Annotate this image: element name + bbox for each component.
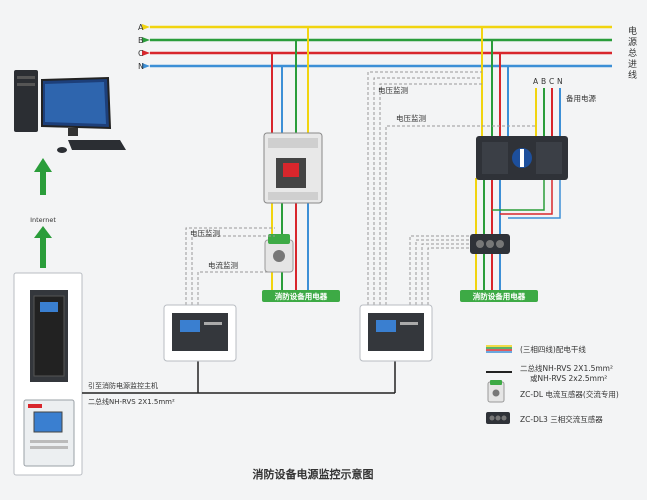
computer-workstation (14, 70, 126, 153)
current-dash-d (427, 247, 470, 305)
monitor-stand (68, 128, 78, 136)
internet-arrow-up-head (34, 158, 52, 172)
legend-distribution-trunk: (三相四线)配电干线 (520, 344, 586, 354)
cable-label: 二总线NH-RVS 2X1.5mm² (88, 397, 175, 406)
internet-arrow-lower-shaft (40, 235, 46, 268)
legend: (三相四线)配电干线 二总线NH-RVS 2X1.5mm² 或NH-RVS 2x… (486, 344, 619, 424)
current-dash (197, 271, 268, 310)
circuit-breaker (263, 132, 323, 204)
legend-zc-dl3-hole (501, 415, 507, 421)
monitoring-host-panel (13, 272, 83, 476)
pc-tower (14, 70, 38, 132)
sensor3-hole-3 (496, 240, 504, 248)
voltage-dash-1 (185, 227, 275, 310)
bus-label-n: N (138, 62, 144, 71)
branch-2-monitor-lines (367, 71, 536, 305)
bus-arrow-n (142, 63, 150, 69)
monitor-unit-1-keys (204, 322, 222, 325)
fire-equipment-tag-1: 消防设备用电器 (262, 290, 340, 302)
tag-bg (460, 290, 538, 302)
internet-label: Internet (30, 216, 56, 224)
legend-bus-cable-1: 二总线NH-RVS 2X1.5mm² (520, 363, 613, 373)
monitor-unit-2 (359, 304, 433, 362)
backup-phase-b: B (541, 77, 546, 86)
monitor-unit-1-screen (180, 320, 200, 332)
fire-equipment-label-1: 消防设备用电器 (275, 291, 328, 301)
backup-phase-a: A (533, 77, 539, 86)
internet-link: Internet (30, 158, 56, 268)
bus-arrow-a (142, 24, 150, 30)
pc-tower-bay (17, 76, 35, 79)
backup-n-out (508, 178, 561, 219)
monitor-glare (45, 82, 106, 124)
zc-dl3-sensor-1 (470, 234, 510, 254)
voltage-dash-main-2 (373, 77, 482, 305)
host-vent (30, 446, 68, 449)
keyboard (68, 140, 126, 150)
legend-zc-dl3-hole (495, 415, 501, 421)
legend-zc-dl: ZC-DL 电流互感器(交流专用) (520, 389, 619, 399)
legend-bus-cable-2: 或NH-RVS 2x2.5mm² (530, 373, 607, 383)
pc-tower-bay (17, 83, 35, 86)
mouse (57, 147, 67, 153)
monitor-unit-2-keys (400, 322, 418, 325)
voltage-monitor-label-2: 电压监测 (378, 85, 408, 95)
bus-arrow-b (142, 37, 150, 43)
fire-equipment-tag-2: 消防设备用电器 (460, 290, 538, 302)
bus-arrow-c (142, 50, 150, 56)
sensor3-hole-1 (476, 240, 484, 248)
monitor-unit-2-screen (376, 320, 396, 332)
host-label: 引至消防电源监控主机 (88, 381, 158, 390)
host-screen (33, 411, 63, 433)
fire-equipment-label-2: 消防设备用电器 (473, 291, 526, 301)
host-brand-logo (28, 404, 42, 408)
ats-selector-indicator (520, 149, 524, 167)
backup-b-out (492, 178, 545, 211)
transfer-switch (476, 136, 568, 180)
server-cabinet-screen (40, 302, 58, 312)
breaker-bottom-strip (268, 192, 318, 200)
legend-zc-dl3-hole (489, 415, 495, 421)
legend-zc-dl3: ZC-DL3 三相交流互感器 (520, 414, 603, 424)
voltage-dash-main-3 (379, 83, 482, 305)
current-monitor-label-1: 电流监测 (208, 260, 238, 270)
main-bus: A B C N 电源总进线 (138, 23, 637, 81)
backup-phase-n: N (557, 77, 563, 86)
backup-power-label: 备用电源 (566, 93, 596, 103)
voltage-dash-main-1 (367, 71, 482, 305)
breaker-handle (283, 163, 299, 177)
sensor3-hole-2 (486, 240, 494, 248)
ats-left-module (482, 142, 508, 174)
monitor-unit-1 (163, 304, 237, 362)
legend-zc-dl-icon-top (490, 380, 502, 385)
legend-zc-dl-icon-hole (492, 389, 500, 397)
current-dash-b (415, 239, 470, 305)
sensor-hole (273, 250, 285, 262)
ats-right-module (536, 142, 562, 174)
voltage-monitor-label-3: 电压监测 (396, 113, 426, 123)
current-dash-a (409, 235, 470, 305)
backup-c-out (500, 178, 553, 215)
breaker-top-strip (268, 138, 318, 148)
incoming-power-label: 电源总进线 (628, 25, 637, 81)
current-dash-c (421, 243, 470, 305)
bus-label-c: C (138, 49, 144, 58)
internet-arrow-lower-head (34, 226, 52, 238)
wall-mount-host (23, 399, 75, 467)
host-vent (30, 440, 68, 443)
zc-dl-sensor-1 (264, 234, 294, 273)
sensor-top (268, 234, 290, 244)
bus-label-b: B (138, 36, 144, 45)
backup-phase-c: C (549, 77, 554, 86)
bus-label-a: A (138, 23, 144, 32)
internet-arrow-up-shaft (40, 170, 46, 195)
tag-bg (262, 290, 340, 302)
host-connection: 引至消防电源监控主机 二总线NH-RVS 2X1.5mm² (82, 360, 396, 406)
branch-1-monitor-lines (185, 227, 275, 310)
voltage-monitor-label-1: 电压监测 (190, 228, 220, 238)
diagram-title: 消防设备电源监控示意图 (253, 467, 374, 481)
